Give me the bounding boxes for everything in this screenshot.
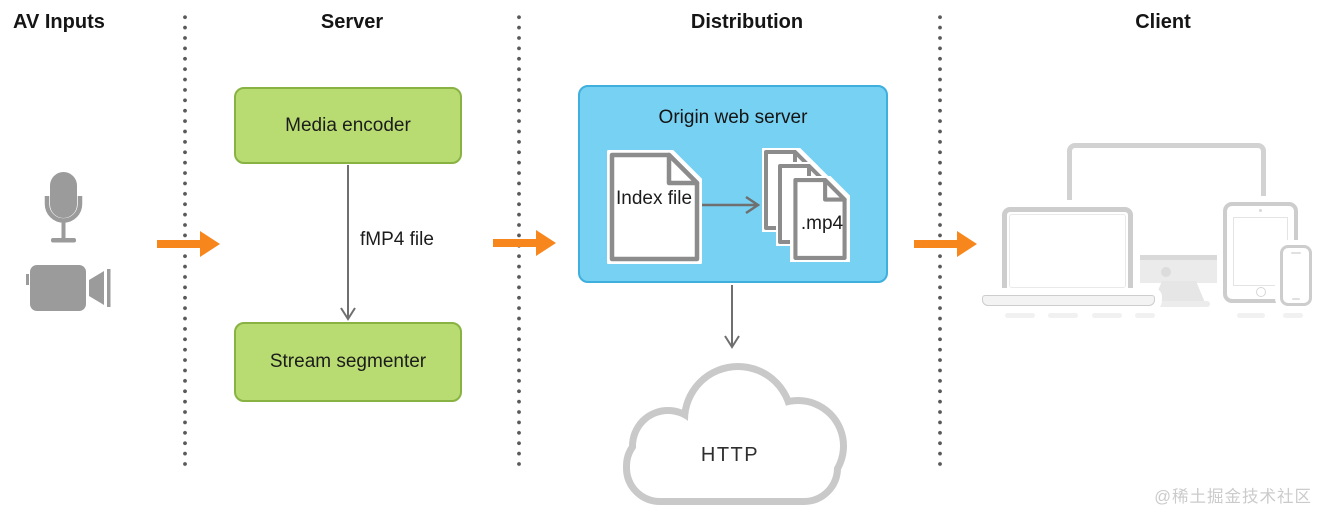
index-file-label: Index file xyxy=(615,188,693,209)
phone-icon xyxy=(1280,245,1312,306)
flow-arrow-inputs-to-server xyxy=(157,231,220,257)
reflection-mark xyxy=(1283,313,1303,318)
microphone-icon xyxy=(44,172,83,243)
column-title-av-inputs: AV Inputs xyxy=(13,11,105,33)
laptop-screen-inner xyxy=(1009,214,1126,288)
arrow-origin-to-http xyxy=(724,285,740,349)
origin-web-server-box: Origin web server Index file .mp4 xyxy=(578,85,888,283)
fmp4-file-label: fMP4 file xyxy=(360,229,434,250)
http-cloud-icon xyxy=(623,363,847,505)
laptop-base xyxy=(982,295,1155,306)
http-label: HTTP xyxy=(700,444,760,466)
column-title-client: Client xyxy=(1135,11,1191,33)
column-title-server: Server xyxy=(320,11,384,33)
tablet-camera-dot xyxy=(1259,209,1262,212)
reflection-mark xyxy=(1135,313,1155,318)
arrow-index-to-mp4 xyxy=(702,195,761,215)
desktop-logo-dot xyxy=(1161,267,1171,277)
laptop-icon xyxy=(1002,207,1133,295)
reflection-mark xyxy=(1005,313,1035,318)
arrow-encoder-to-segmenter xyxy=(340,165,356,321)
stream-segmenter-label: Stream segmenter xyxy=(269,351,427,372)
desktop-foot xyxy=(1146,301,1210,307)
phone-home-bar xyxy=(1292,298,1300,300)
stream-segmenter-box: Stream segmenter xyxy=(234,322,462,402)
flow-arrow-distribution-to-client xyxy=(914,231,977,257)
origin-web-server-title: Origin web server xyxy=(658,107,808,128)
reflection-mark xyxy=(1048,313,1078,318)
flow-arrow-server-to-distribution xyxy=(493,230,556,256)
column-title-distribution: Distribution xyxy=(690,11,804,33)
mp4-file-label: .mp4 xyxy=(800,213,844,234)
tablet-home-button xyxy=(1255,287,1266,297)
phone-speaker xyxy=(1291,252,1301,254)
mp4-document-front-icon xyxy=(790,176,850,262)
media-encoder-label: Media encoder xyxy=(285,114,411,136)
reflection-mark xyxy=(1092,313,1122,318)
media-encoder-box: Media encoder xyxy=(234,87,462,164)
video-camera-icon xyxy=(26,265,111,311)
index-file-document-icon xyxy=(607,150,702,264)
reflection-mark xyxy=(1237,313,1265,318)
watermark: @稀土掘金技术社区 xyxy=(1154,488,1312,506)
